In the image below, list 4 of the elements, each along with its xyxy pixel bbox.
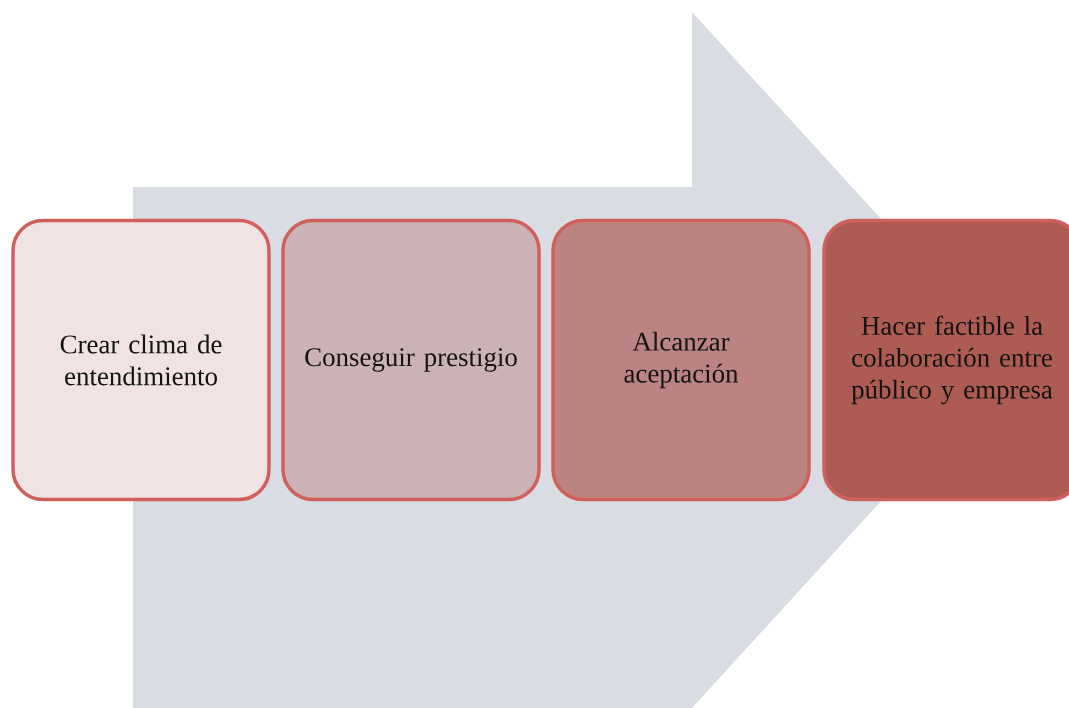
- step-box: Crear clima de entendimiento: [11, 218, 271, 502]
- step-box: Hacer factible la colaboración entre público y empresa: [822, 218, 1069, 502]
- step-box: Alcanzar aceptación: [551, 218, 811, 502]
- step-box: Conseguir prestigio: [281, 218, 541, 502]
